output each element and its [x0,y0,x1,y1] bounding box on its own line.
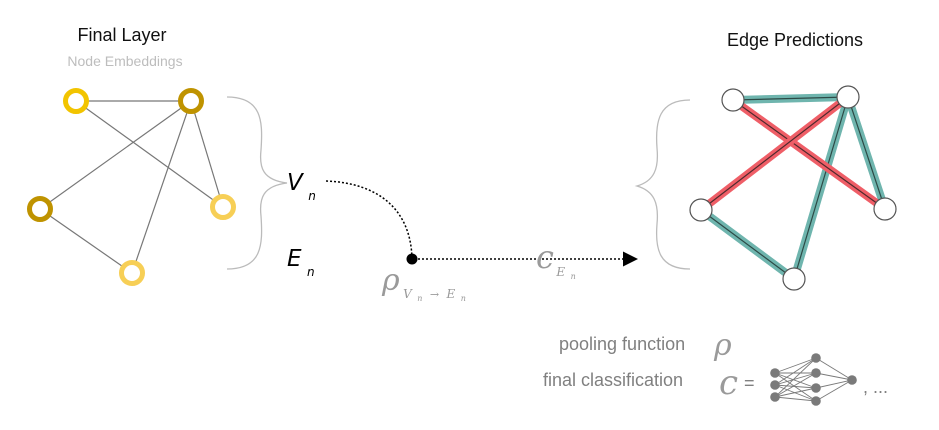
right-edge-positive-4-core [700,209,795,280]
e-n-label: E n [287,246,315,279]
right-graph-nodes [689,85,897,291]
right-edge-positive-2-core [847,96,886,210]
nn-hidden-node-3 [811,383,821,393]
c-label: c E n [536,238,576,281]
left-node-3 [27,196,53,222]
nn-input-node-1 [770,368,780,378]
final-classification-label: final classification [543,370,683,390]
right-node-3 [689,198,713,222]
right-brace [634,99,691,270]
right-edge-negative-2-core [700,96,849,211]
pooling-curve [325,180,413,260]
pooling-function-label: pooling function [559,334,685,354]
left-panel-subtitle: Node Embeddings [67,53,182,69]
right-edge-negative-1-core [732,99,886,210]
nn-output-node [847,375,857,385]
left-edge-6 [39,208,133,274]
left-edge-4 [190,100,224,208]
nn-hidden-node-4 [811,396,821,406]
right-node-1 [721,88,745,112]
pooling-function-symbol: ρ [713,328,732,363]
left-node-1 [63,88,89,114]
left-graph-edges [39,100,224,274]
left-brace [226,96,288,270]
right-edge-positive-3-core [793,96,849,280]
left-edge-2 [75,100,224,208]
left-panel-title: Final Layer [77,25,166,45]
left-edge-5 [131,100,192,274]
right-node-4 [873,197,897,221]
nn-input-node-3 [770,392,780,402]
v-n-label: V n [287,170,316,203]
pooling-point [406,253,418,265]
right-node-5 [782,267,806,291]
right-node-2 [836,85,860,109]
equals-sign: = [744,373,755,393]
nn-hidden-node-2 [811,368,821,378]
left-edge-3 [39,100,192,210]
left-node-4 [210,194,236,220]
right-panel-title: Edge Predictions [727,30,863,50]
left-node-5 [119,260,145,286]
final-classification-symbol: c [719,363,738,403]
left-node-2 [178,88,204,114]
nn-hidden-node-1 [811,353,821,363]
right-graph-edges [697,93,889,283]
nn-input-node-2 [770,380,780,390]
left-graph-nodes [27,88,236,286]
rho-label: ρ V n → E n [381,263,466,305]
neural-network-icon [770,353,857,406]
classification-ellipsis: , ... [863,377,888,397]
right-edge-positive-1-core [732,96,849,101]
